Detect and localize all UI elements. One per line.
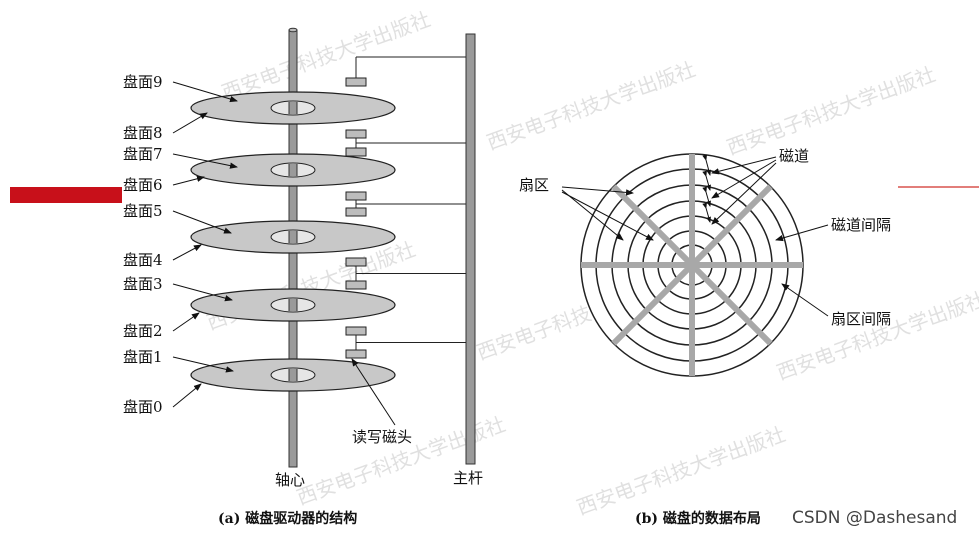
- main-rod: [465, 33, 476, 465]
- sector-gap-label: 扇区间隔: [831, 310, 891, 328]
- watermark-text: 西安电子科技大学出版社: [219, 7, 434, 105]
- accent-bar: [10, 187, 122, 203]
- watermark-text: 西安电子科技大学出版社: [574, 422, 789, 520]
- track-arrow: [711, 159, 777, 199]
- read-write-head: [345, 280, 367, 290]
- platter-label-arrow: [172, 244, 202, 261]
- spindle-segment: [289, 102, 297, 114]
- read-write-head: [345, 129, 367, 139]
- platter-label: 盘面1: [123, 348, 163, 366]
- platter-label: 盘面5: [123, 202, 163, 220]
- caption-a: (a) 磁盘驱动器的结构: [218, 510, 357, 527]
- track-arrow: [711, 162, 777, 225]
- platter-label: 盘面7: [123, 145, 163, 163]
- sector-arrow: [561, 191, 654, 241]
- spindle-segment: [289, 369, 297, 381]
- head-arms: [345, 56, 466, 359]
- caption-b: (b) 磁盘的数据布局: [635, 510, 761, 527]
- platter-stack: [190, 27, 396, 468]
- platter-label-arrow: [172, 210, 232, 234]
- read-write-head: [345, 326, 367, 336]
- spindle-segment: [289, 164, 297, 176]
- watermark-text: 西安电子科技大学出版社: [294, 412, 509, 510]
- platter-label-arrow: [172, 175, 205, 186]
- platter-label: 盘面2: [123, 322, 163, 340]
- platter-label: 盘面9: [123, 73, 163, 91]
- platter-label-arrow: [172, 356, 234, 373]
- platter-label: 盘面0: [123, 398, 163, 416]
- read-write-head: [345, 147, 367, 157]
- main-rod-label: 主杆: [453, 469, 483, 487]
- platter-label-arrow: [172, 283, 233, 302]
- sector-gap-arrow: [781, 283, 829, 317]
- axis-label: 轴心: [275, 471, 305, 489]
- watermark-text: 西安电子科技大学出版社: [484, 57, 699, 155]
- platter-label: 盘面4: [123, 251, 163, 269]
- head-pointer-arrow: [351, 358, 396, 426]
- track-gap-arrow: [775, 224, 829, 242]
- track-gap-label: 磁道间隔: [831, 216, 891, 234]
- platter-label-arrow: [172, 112, 208, 134]
- sector-label: 扇区: [519, 176, 549, 194]
- track-label: 磁道: [779, 147, 809, 165]
- read-write-head-label: 读写磁头: [352, 428, 412, 446]
- sector-arrow: [561, 186, 634, 196]
- platter-label: 盘面3: [123, 275, 163, 293]
- disk-center: [689, 262, 695, 268]
- platter-label: 盘面8: [123, 124, 163, 142]
- spindle-segment: [289, 231, 297, 243]
- watermark-text: 西安电子科技大学出版社: [724, 62, 939, 160]
- sector-arrow: [561, 189, 624, 241]
- platter-label-arrow: [172, 81, 238, 103]
- read-write-head: [345, 77, 367, 87]
- read-write-head: [345, 257, 367, 267]
- read-write-head: [345, 207, 367, 217]
- track-width-arrow: [702, 202, 711, 223]
- spindle-top: [288, 27, 298, 33]
- platter-labels: 盘面9 盘面8 盘面7 盘面6 盘面5 盘面4 盘面3 盘面2 盘面1 盘面0: [123, 73, 238, 416]
- disk-data-layout-diagram: 扇区 磁道 磁道间隔 扇区间隔 (b) 磁盘的数据布局: [519, 147, 891, 527]
- platter-label-arrow: [172, 383, 202, 408]
- credit-text: CSDN @Dashesand: [792, 508, 957, 528]
- watermark-text: 西安电子科技大学出版社: [774, 287, 979, 385]
- platter-label: 盘面6: [123, 176, 163, 194]
- track-width-arrows: [702, 154, 712, 223]
- track-arrow: [711, 156, 777, 175]
- read-write-head: [345, 349, 367, 359]
- platter-label-arrow: [172, 153, 238, 169]
- read-write-head: [345, 191, 367, 201]
- disk-face: [580, 153, 804, 377]
- spindle-segment: [289, 299, 297, 311]
- disk-drive-structure-diagram: 盘面9 盘面8 盘面7 盘面6 盘面5 盘面4 盘面3 盘面2 盘面1 盘面0 读写磁头 轴心 主…: [123, 27, 483, 527]
- platter-label-arrow: [172, 312, 200, 332]
